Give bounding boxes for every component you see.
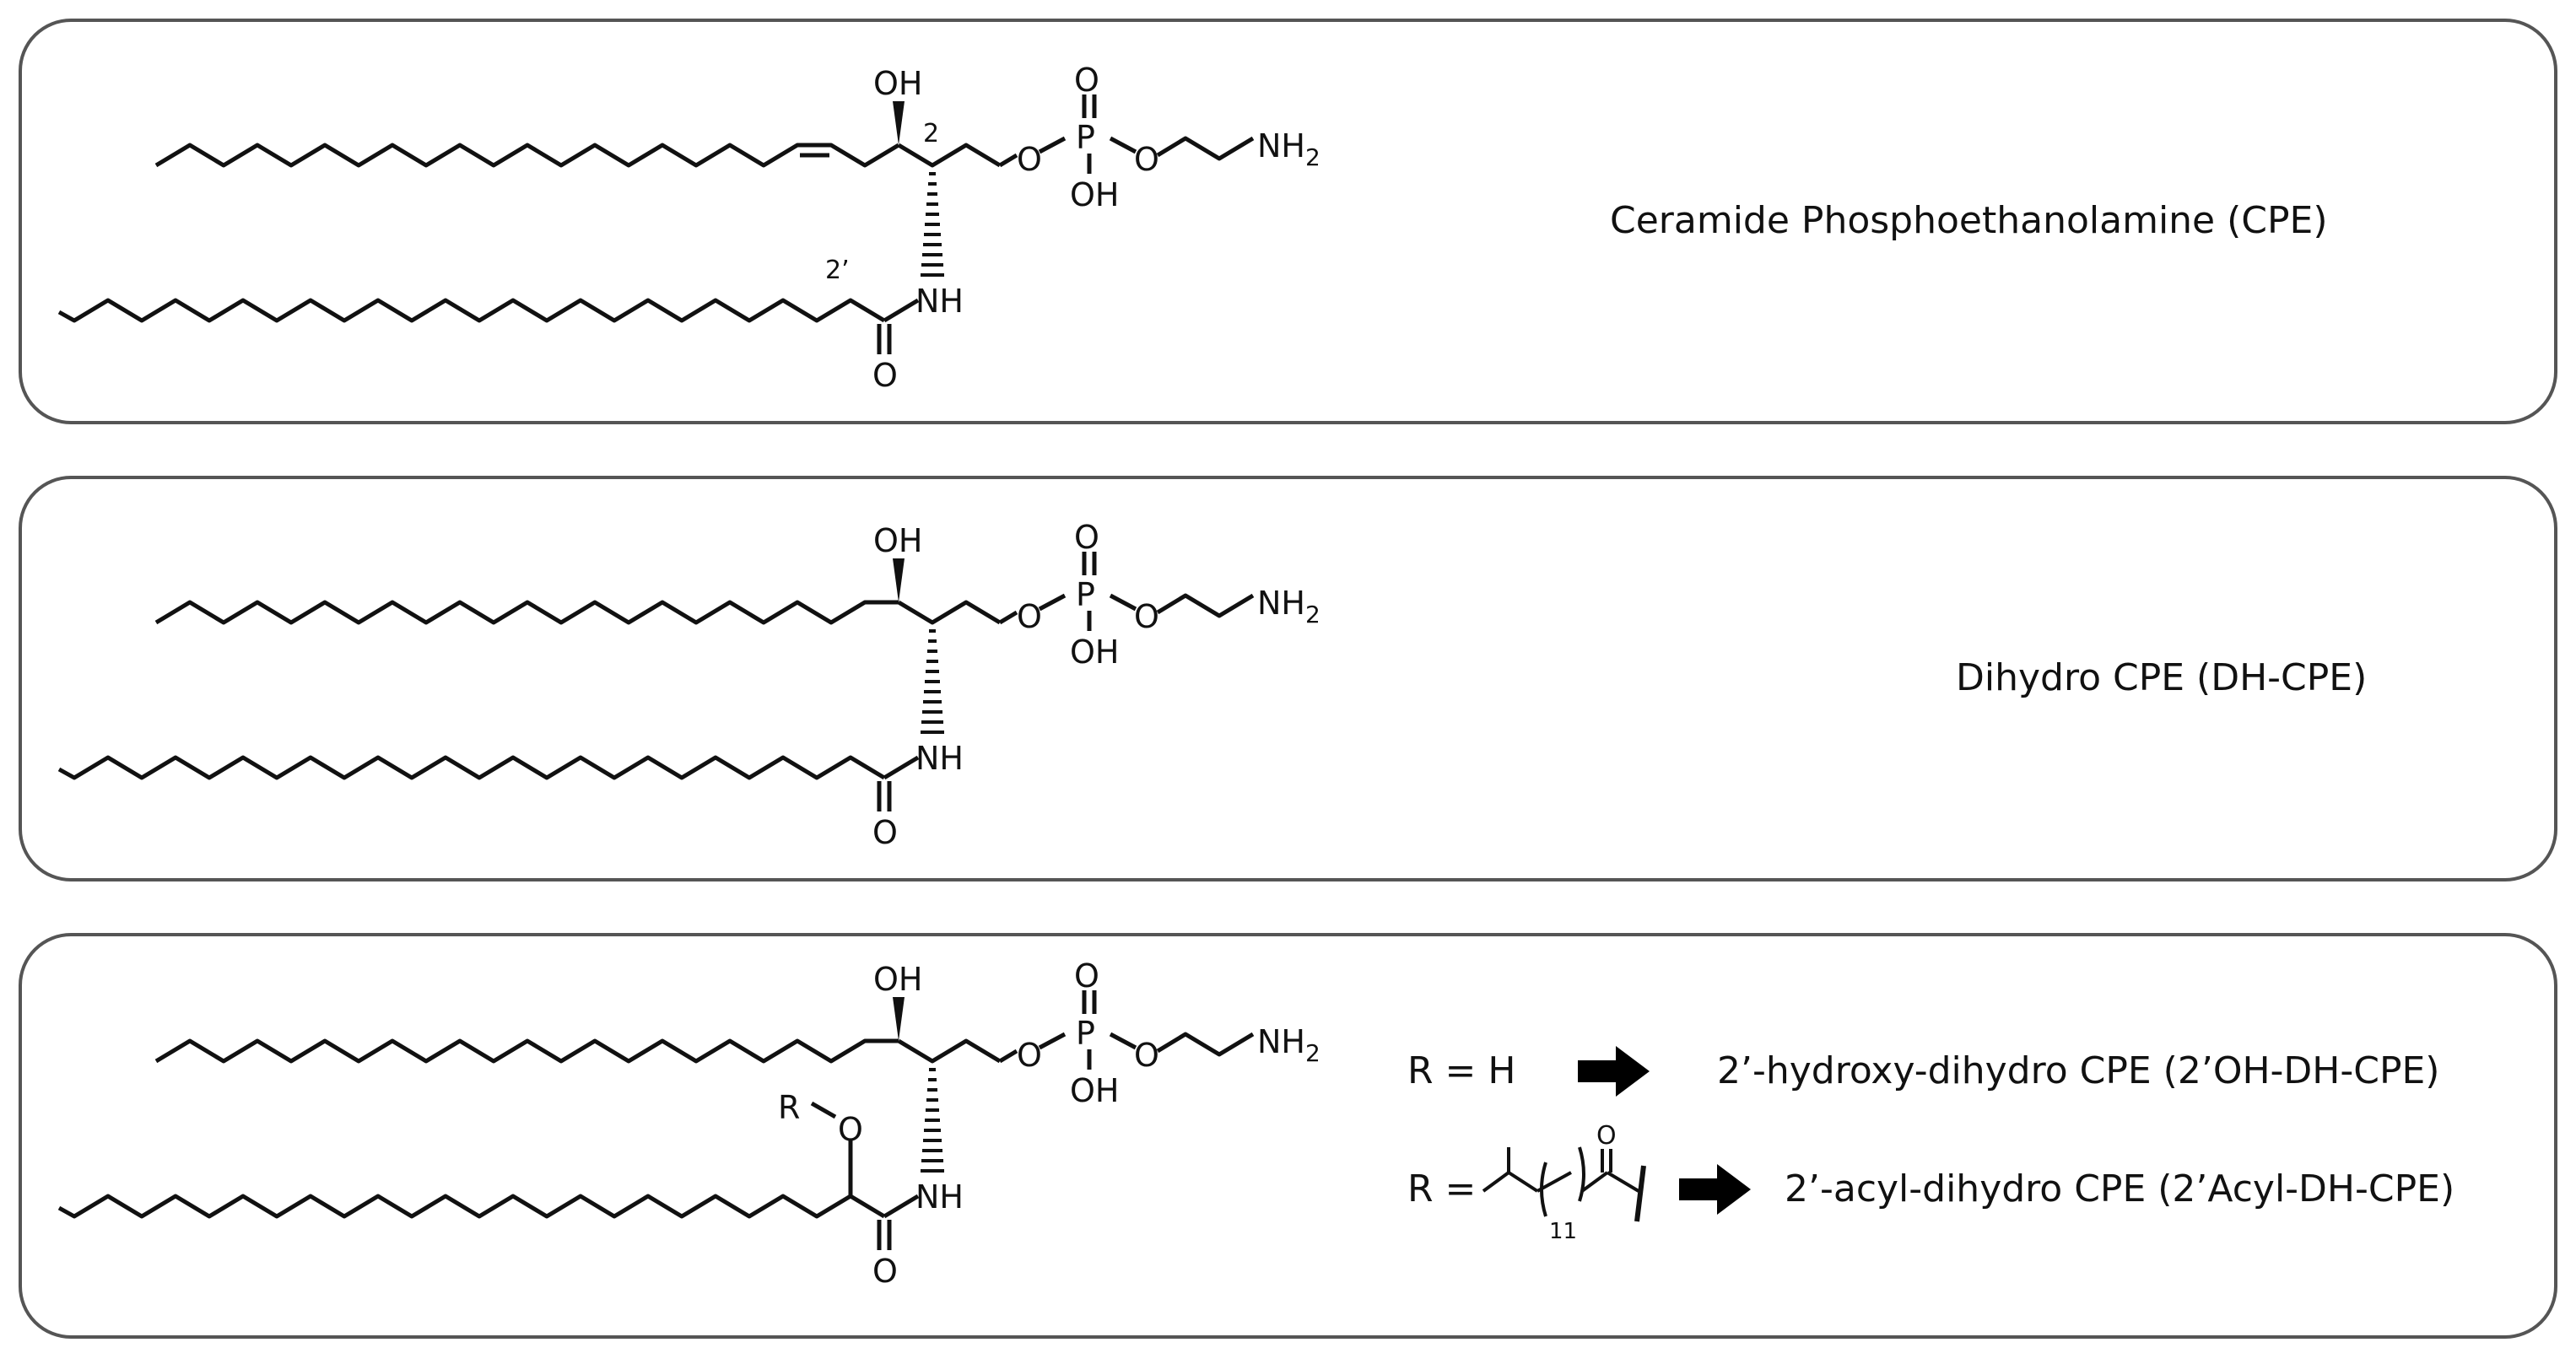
atom-nh2: NH2 (1257, 1023, 1320, 1067)
atom-o-left: O (1017, 1037, 1042, 1074)
structure-2prime: OH O P O O OH NH2 NH O R O (57, 957, 1320, 1290)
fatty-acyl-chain (57, 1194, 886, 1219)
panel-dh-cpe: OH O P O O OH NH2 NH O (19, 476, 2557, 881)
atom-oh-p: OH (1070, 176, 1119, 213)
variant-name-acyl: 2’-acyl-dihydro CPE (2’Acyl-DH-CPE) (1785, 1167, 2454, 1210)
bond-p-o2 (1109, 136, 1137, 154)
ethanolamine (1156, 593, 1255, 618)
atom-o-right: O (1134, 1037, 1159, 1074)
atom-o-carbonyl: O (872, 1253, 898, 1290)
acyl-chain (1536, 1171, 1572, 1193)
atom-o-left: O (1017, 598, 1042, 635)
bond-o-p (1038, 136, 1067, 154)
atom-o-carbonyl: O (872, 814, 898, 851)
locant-2: 2 (923, 119, 939, 148)
ethanolamine (1156, 136, 1255, 161)
acyl-to-attachment (1606, 1171, 1640, 1193)
atom-oh: OH (873, 961, 922, 998)
atom-o-top: O (1074, 62, 1099, 99)
panel-frame (19, 19, 2557, 424)
acyl-to-carbonyl (1580, 1171, 1609, 1193)
backbone (897, 143, 1002, 168)
backbone (897, 600, 1002, 625)
atom-nh2: NH2 (1257, 585, 1320, 628)
variant-hydroxy: R = H 2’-hydroxy-dihydro CPE (2’OH-DH-CP… (1407, 1046, 2439, 1097)
atom-oh-p: OH (1070, 1072, 1119, 1109)
atom-p: P (1076, 1015, 1095, 1052)
backbone (897, 1038, 1002, 1064)
compound-name-cpe: Ceramide Phosphoethanolamine (CPE) (1610, 199, 2328, 242)
atom-o-top: O (1074, 519, 1099, 556)
sphingoid-chain (154, 143, 900, 168)
bond-c1-o (998, 153, 1018, 168)
acyl-o: O (1596, 1121, 1617, 1151)
atom-r: R (778, 1089, 800, 1126)
sphingoid-chain (154, 1038, 899, 1064)
arrow-right-icon (1578, 1046, 1650, 1097)
atom-o-carbonyl: O (872, 357, 898, 394)
variant-acyl: R = O 11 2’-acyl-dihydro CPE (2’Acyl-DH-… (1407, 1121, 2454, 1244)
oh-wedge (893, 558, 905, 602)
repeat-count: 11 (1549, 1219, 1577, 1244)
fatty-acyl-chain (57, 755, 886, 780)
panel-frame (19, 476, 2557, 881)
atom-oh: OH (873, 65, 922, 102)
atom-nh: NH (915, 1178, 964, 1216)
variant-name-hydroxy: 2’-hydroxy-dihydro CPE (2’OH-DH-CPE) (1717, 1049, 2439, 1092)
atom-o-right: O (1134, 141, 1159, 178)
locant-2-prime: 2’ (825, 256, 850, 285)
atom-o-right: O (1134, 598, 1159, 635)
panel-frame (19, 933, 2557, 1339)
attachment-bar (1634, 1165, 1646, 1222)
atom-nh: NH (915, 283, 964, 320)
atom-nh2: NH2 (1257, 127, 1320, 171)
oh-wedge (893, 997, 905, 1041)
bond-n-c (883, 298, 920, 323)
sphingoid-chain (154, 600, 899, 625)
atom-p: P (1076, 576, 1095, 613)
bond-o-r (810, 1101, 837, 1119)
r-label-acyl: R = (1407, 1167, 1476, 1210)
atom-nh: NH (915, 740, 964, 777)
atom-o-ether: O (838, 1111, 863, 1148)
structure-dh-cpe: OH O P O O OH NH2 NH O (57, 519, 1320, 851)
atom-oh-p: OH (1070, 633, 1119, 671)
structure-cpe: OH O P O O OH NH2 NH O 2 2’ (57, 62, 1320, 394)
acyl-paren-right (1578, 1146, 1585, 1202)
atom-oh: OH (873, 522, 922, 559)
atom-o-top: O (1074, 957, 1099, 995)
nh-hashed-wedge (921, 629, 944, 734)
panel-2prime-variants: OH O P O O OH NH2 NH O R O R = H 2’-hydr… (19, 933, 2557, 1339)
acyl-isopropyl (1482, 1171, 1539, 1193)
r-label-h: R = H (1407, 1049, 1516, 1092)
fatty-acyl-chain (57, 298, 886, 323)
ethanolamine (1156, 1032, 1255, 1057)
atom-p: P (1076, 119, 1095, 156)
nh-hashed-wedge (921, 172, 944, 277)
compound-name-dh-cpe: Dihydro CPE (DH-CPE) (1956, 656, 2368, 699)
atom-o-left: O (1017, 141, 1042, 178)
arrow-right-icon (1679, 1164, 1751, 1215)
nh-hashed-wedge (921, 1068, 944, 1173)
panel-cpe: OH O P O O OH NH2 NH O 2 2’ (19, 19, 2557, 424)
oh-wedge (893, 101, 905, 145)
